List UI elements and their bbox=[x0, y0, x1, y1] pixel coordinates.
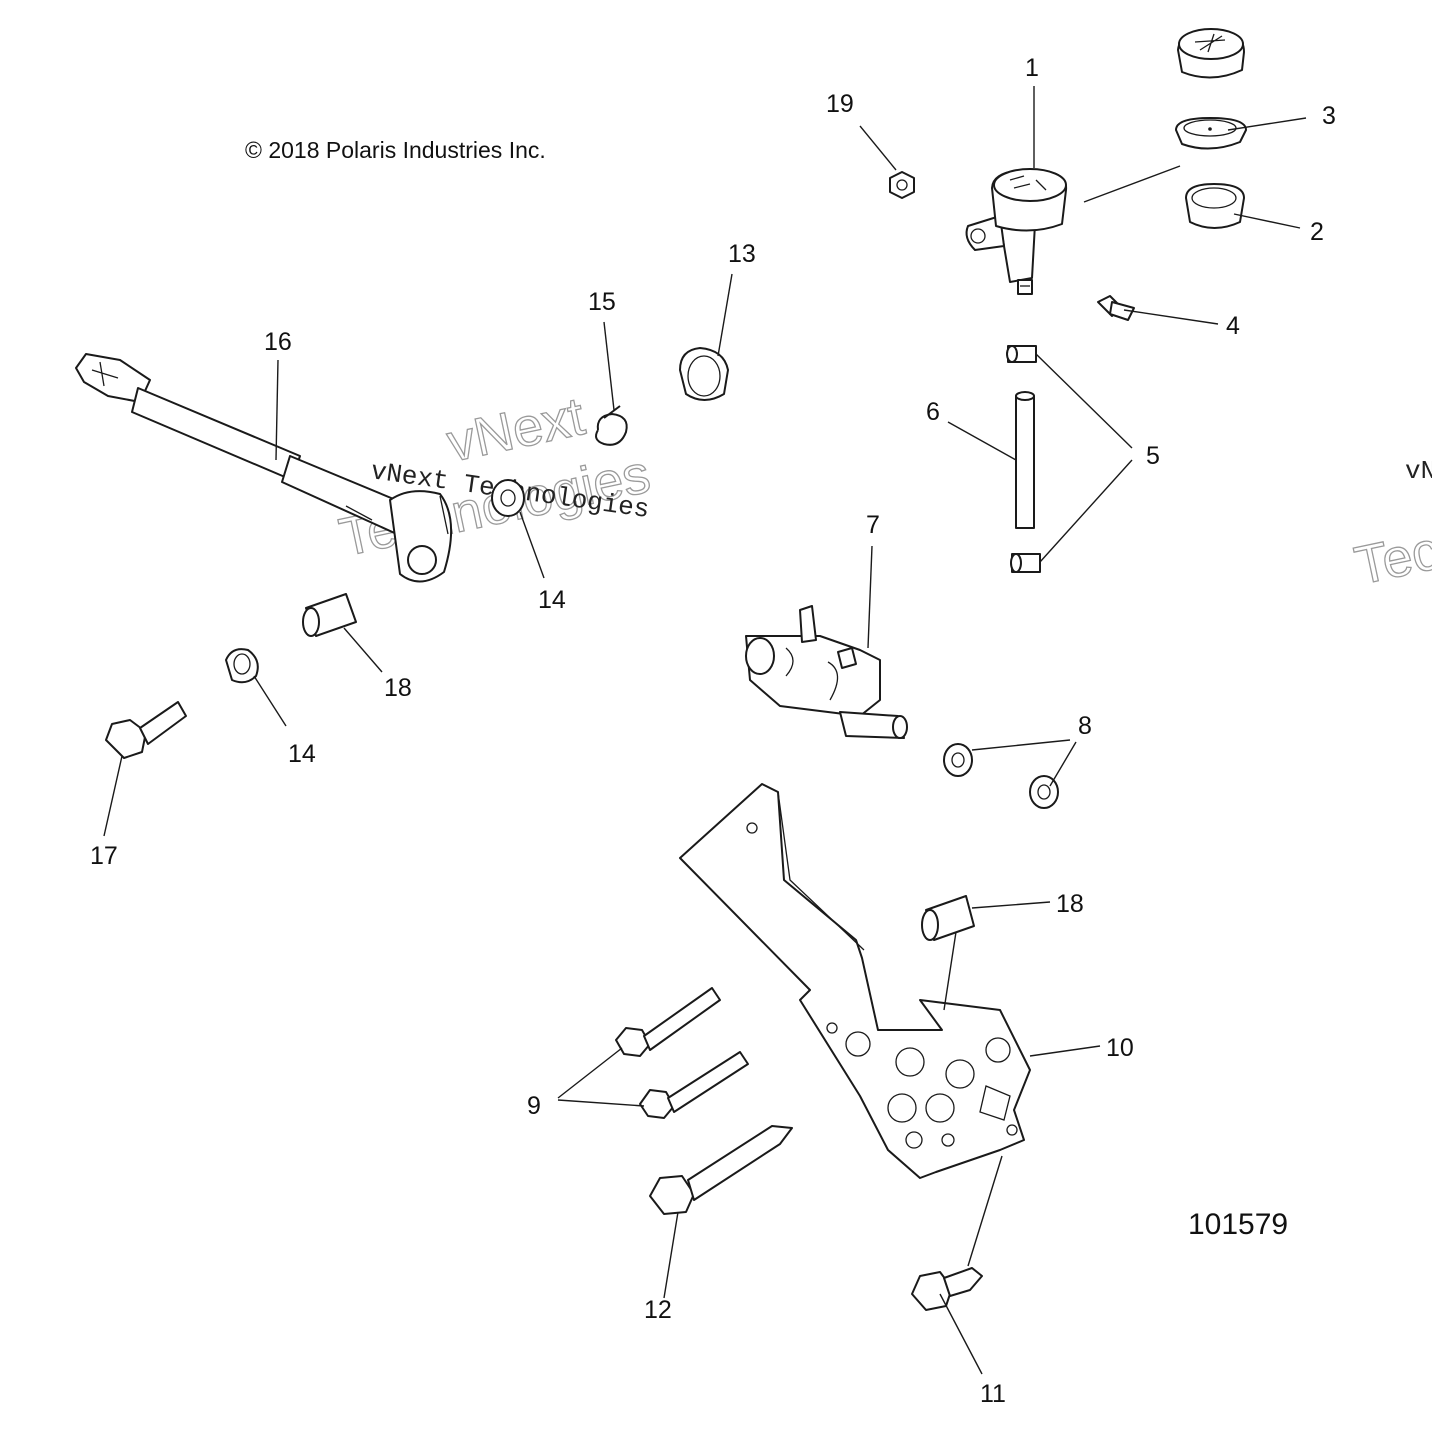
callout-9: 9 bbox=[527, 1092, 541, 1120]
leader-lines bbox=[103, 86, 1307, 1375]
copyright-text: © 2018 Polaris Industries Inc. bbox=[245, 137, 546, 163]
part-9-bolt-upper bbox=[615, 987, 721, 1057]
callout-12: 12 bbox=[644, 1296, 672, 1324]
part-18-spacer-left bbox=[302, 593, 357, 637]
part-2-seal bbox=[1185, 183, 1245, 229]
callout-7: 7 bbox=[866, 511, 880, 539]
callout-6: 6 bbox=[926, 398, 940, 426]
watermark-edge-top: vN bbox=[1405, 456, 1432, 486]
callout-18-left: 18 bbox=[384, 674, 412, 702]
part-6-hose bbox=[1015, 391, 1035, 529]
callout-17: 17 bbox=[90, 842, 118, 870]
part-18-spacer-right bbox=[921, 895, 975, 941]
part-3-diaphragm bbox=[1175, 117, 1247, 150]
callout-3: 3 bbox=[1322, 102, 1336, 130]
watermark-edge: Tec bbox=[1349, 520, 1432, 597]
part-4-screw bbox=[1097, 295, 1135, 321]
part-9-bolt-lower bbox=[639, 1051, 749, 1119]
part-17-bolt bbox=[105, 701, 187, 759]
part-12-bolt bbox=[649, 1125, 793, 1215]
callout-4: 4 bbox=[1226, 312, 1240, 340]
part-cap-top bbox=[1177, 28, 1245, 79]
callout-11: 11 bbox=[980, 1380, 1006, 1408]
callout-10: 10 bbox=[1106, 1034, 1134, 1062]
part-14-washer-lower bbox=[225, 648, 259, 684]
callout-14-lower: 14 bbox=[288, 740, 316, 768]
part-19-nut bbox=[889, 171, 915, 199]
callout-13: 13 bbox=[728, 240, 756, 268]
figure-number: 101579 bbox=[1188, 1208, 1288, 1241]
part-5-clamp-bottom bbox=[1010, 553, 1041, 573]
part-1-reservoir bbox=[965, 168, 1068, 295]
part-11-bolt bbox=[911, 1267, 983, 1311]
callout-2: 2 bbox=[1310, 218, 1324, 246]
callout-15: 15 bbox=[588, 288, 616, 316]
callout-1: 1 bbox=[1025, 54, 1039, 82]
part-15-clip bbox=[595, 405, 628, 446]
callout-8: 8 bbox=[1078, 712, 1092, 740]
part-7-master-cylinder bbox=[745, 605, 908, 739]
part-10-bracket bbox=[679, 783, 1031, 1179]
part-16-clevis-rod bbox=[75, 353, 453, 583]
callout-16: 16 bbox=[264, 328, 292, 356]
part-14-washer-upper bbox=[491, 479, 525, 517]
callout-labels: 1 2 3 4 5 6 7 8 9 10 11 12 13 14 14 15 1… bbox=[90, 54, 1336, 1408]
callout-5: 5 bbox=[1146, 442, 1160, 470]
callout-19: 19 bbox=[826, 90, 854, 118]
callout-14-upper: 14 bbox=[538, 586, 566, 614]
watermark-edge-bottom: Tec bbox=[1350, 520, 1432, 596]
callout-18-right: 18 bbox=[1056, 890, 1084, 918]
part-5-clamp-top bbox=[1006, 345, 1037, 363]
part-13-bushing bbox=[679, 347, 729, 401]
part-8-grommet-left bbox=[943, 743, 973, 777]
